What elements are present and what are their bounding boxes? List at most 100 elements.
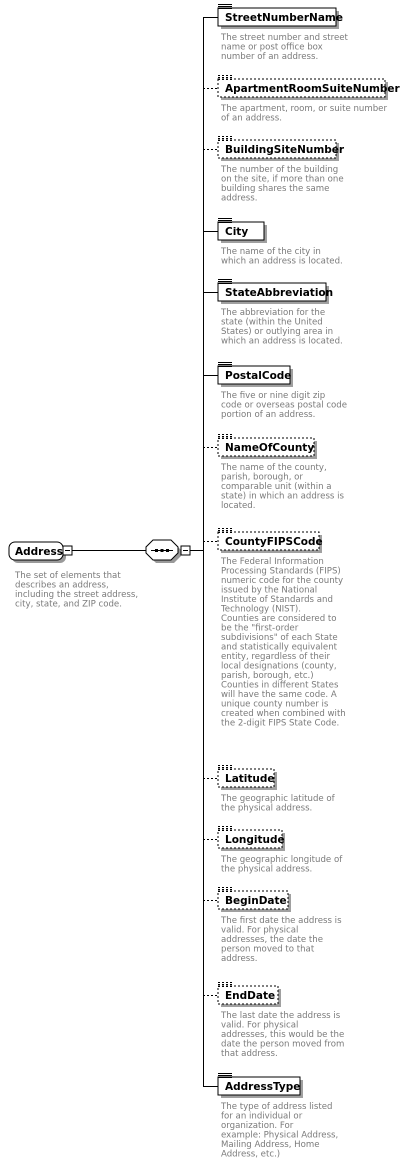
description-line: Technology (NIST).: [220, 605, 301, 615]
element-label: City: [225, 226, 248, 238]
description-line: city, state, and ZIP code.: [15, 600, 122, 610]
description-line: comparable unit (within a: [221, 482, 332, 492]
element-countyfipscode[interactable]: CountyFIPSCode: [217, 528, 323, 554]
element-accent: [218, 218, 232, 223]
description-line: Institute of Standards and: [221, 595, 333, 605]
description-line: local designations (county,: [221, 662, 337, 672]
element-label: CountyFIPSCode: [225, 536, 323, 548]
description-line: addresses, the date the: [221, 935, 323, 945]
description-line: Counties in different States: [221, 681, 339, 691]
description-line: the physical address.: [221, 865, 312, 875]
element-enddate[interactable]: EndDate: [217, 982, 281, 1008]
element-description: The name of the county,parish, borough, …: [220, 463, 345, 511]
description-line: organization. For: [221, 1121, 294, 1131]
element-box: [217, 365, 291, 385]
description-line: Mailing Address, Home: [221, 1140, 320, 1150]
element-accent: [218, 528, 232, 533]
element-box: [217, 7, 337, 27]
element-begindate[interactable]: BeginDate: [217, 887, 291, 913]
description-line: parish, borough, or: [221, 473, 303, 483]
description-line: The number of the building: [220, 165, 338, 175]
description-line: date the person moved from: [221, 1040, 344, 1050]
element-accent: [218, 1073, 232, 1078]
element-accent: [218, 75, 232, 80]
root-element-address[interactable]: Address: [8, 541, 73, 563]
description-line: will have the same code. A: [221, 690, 337, 700]
description-line: addresses, this would be the: [221, 1030, 344, 1040]
element-latitude[interactable]: Latitude: [217, 765, 277, 791]
description-line: the physical address.: [221, 804, 312, 814]
description-line: be the "first-order: [221, 624, 299, 634]
element-city[interactable]: City: [217, 218, 267, 244]
description-line: The street number and street: [220, 33, 349, 43]
element-accent: [218, 136, 232, 141]
element-accent: [218, 982, 232, 987]
element-box: [217, 768, 275, 788]
element-buildingsitenumber[interactable]: BuildingSiteNumber: [217, 136, 345, 162]
element-label: ApartmentRoomSuiteNumber: [225, 83, 401, 95]
element-accent: [218, 765, 232, 770]
element-accent: [218, 4, 232, 9]
description-line: The set of elements that: [14, 571, 121, 581]
element-label: AddressType: [225, 1081, 300, 1093]
element-box: [217, 531, 320, 551]
element-apartmentroomsuitenumber[interactable]: ApartmentRoomSuiteNumber: [217, 75, 401, 101]
description-line: valid. For physical: [221, 926, 298, 936]
description-line: unique county number is: [221, 700, 329, 710]
element-stateabbreviation[interactable]: StateAbbreviation: [217, 279, 333, 305]
description-line: The last date the address is: [220, 1011, 341, 1021]
description-line: Counties are considered to: [221, 614, 337, 624]
description-line: subdivisions" of each State: [221, 633, 338, 643]
element-streetnumbername[interactable]: StreetNumberName: [217, 4, 343, 30]
sequence-compositor[interactable]: [145, 539, 191, 563]
description-line: The Federal Information: [220, 557, 324, 567]
description-line: address.: [221, 194, 258, 204]
element-box: [217, 985, 279, 1005]
description-line: on the site, if more than one: [221, 175, 344, 185]
element-box: [217, 890, 289, 910]
description-line: building shares the same: [221, 184, 329, 194]
description-line: The first date the address is: [220, 916, 342, 926]
description-line: including the street address,: [15, 590, 138, 600]
description-line: which an address is located.: [221, 337, 343, 347]
element-accent: [218, 434, 232, 439]
element-addresstype[interactable]: AddressType: [217, 1073, 303, 1099]
element-accent: [218, 887, 232, 892]
description-line: portion of an address.: [221, 410, 315, 420]
collapse-icon[interactable]: [180, 545, 191, 556]
description-line: name or post office box: [221, 43, 323, 53]
element-box: [217, 282, 327, 302]
element-longitude[interactable]: Longitude: [217, 826, 285, 852]
description-line: The five or nine digit zip: [220, 391, 325, 401]
description-line: which an address is located.: [221, 257, 343, 267]
element-box: [217, 437, 315, 457]
description-line: state) in which an address is: [221, 492, 345, 502]
element-postalcode[interactable]: PostalCode: [217, 362, 293, 388]
description-line: The geographic latitude of: [220, 794, 336, 804]
element-label: Latitude: [225, 773, 275, 785]
element-accent: [218, 362, 232, 367]
description-line: valid. For physical: [221, 1021, 298, 1031]
element-nameofcounty[interactable]: NameOfCounty: [217, 434, 317, 460]
description-line: person moved to that: [221, 945, 315, 955]
description-line: The geographic longitude of: [220, 855, 343, 865]
element-label: NameOfCounty: [225, 442, 314, 454]
description-line: States) or outlying area in: [221, 327, 333, 337]
element-box: [217, 221, 265, 241]
root-element-label: Address: [15, 546, 63, 558]
collapse-icon[interactable]: [62, 545, 73, 556]
element-label: BuildingSiteNumber: [225, 144, 345, 156]
description-line: parish, borough, etc.): [221, 671, 314, 681]
description-line: issued by the National: [221, 586, 317, 596]
